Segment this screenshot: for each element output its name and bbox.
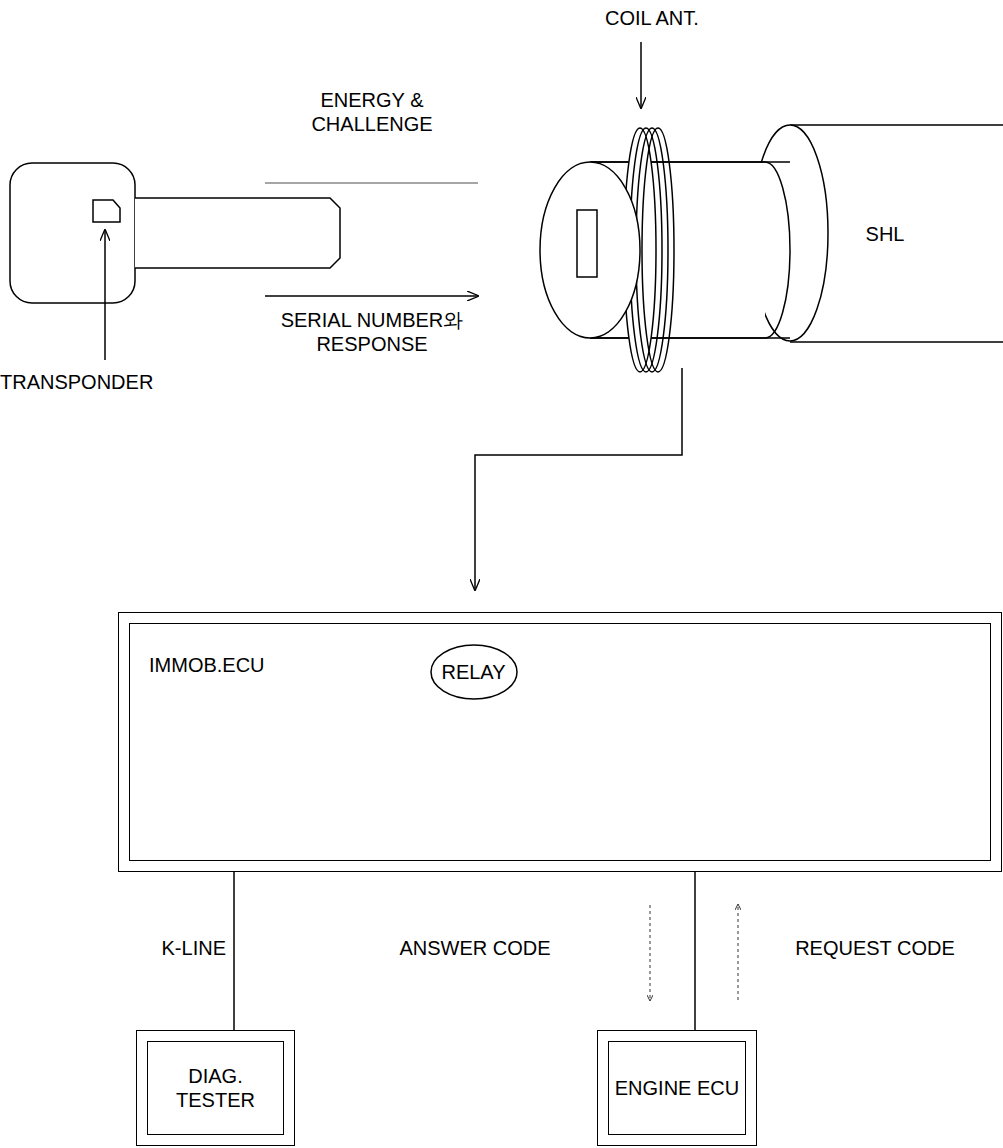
- part-label: SHL: [855, 222, 915, 246]
- transponder-chip: [93, 200, 120, 222]
- lock-face: [540, 162, 640, 338]
- coil-pointer: [640, 42, 642, 108]
- relay-ellipse: RELAY: [430, 644, 518, 700]
- ecu-box: IMMOB.ECU RELAY: [118, 612, 1002, 872]
- ecu-box: DIAG. TESTER: [136, 1030, 295, 1146]
- part-label: TRANSPONDER: [0, 370, 140, 394]
- wire: [694, 872, 696, 1030]
- part-label: REQUEST CODE: [775, 936, 975, 960]
- transponder-pointer: [104, 230, 106, 360]
- key-head: [10, 163, 135, 303]
- energy-line: [265, 182, 478, 184]
- response-arrow: [265, 295, 478, 297]
- node-label: ENGINE ECU: [612, 1031, 742, 1145]
- node-label: DIAG. TESTER: [151, 1031, 280, 1145]
- part-label: ENERGY & CHALLENGE: [282, 88, 462, 136]
- wire: [233, 872, 235, 1030]
- part-label: COIL ANT.: [605, 6, 715, 30]
- part-label: SERIAL NUMBER와 RESPONSE: [262, 308, 482, 356]
- node-label: IMMOB.ECU: [149, 653, 265, 677]
- part-label: ANSWER CODE: [375, 936, 575, 960]
- answer-arrow: [650, 905, 651, 1000]
- key-blade: [135, 198, 340, 268]
- signal-label: K-LINE: [104, 936, 226, 960]
- request-arrow: [738, 905, 739, 1000]
- keyhole: [577, 210, 597, 277]
- antenna-wire: [475, 368, 682, 590]
- node-label: RELAY: [444, 644, 504, 700]
- ecu-box: ENGINE ECU: [597, 1030, 757, 1146]
